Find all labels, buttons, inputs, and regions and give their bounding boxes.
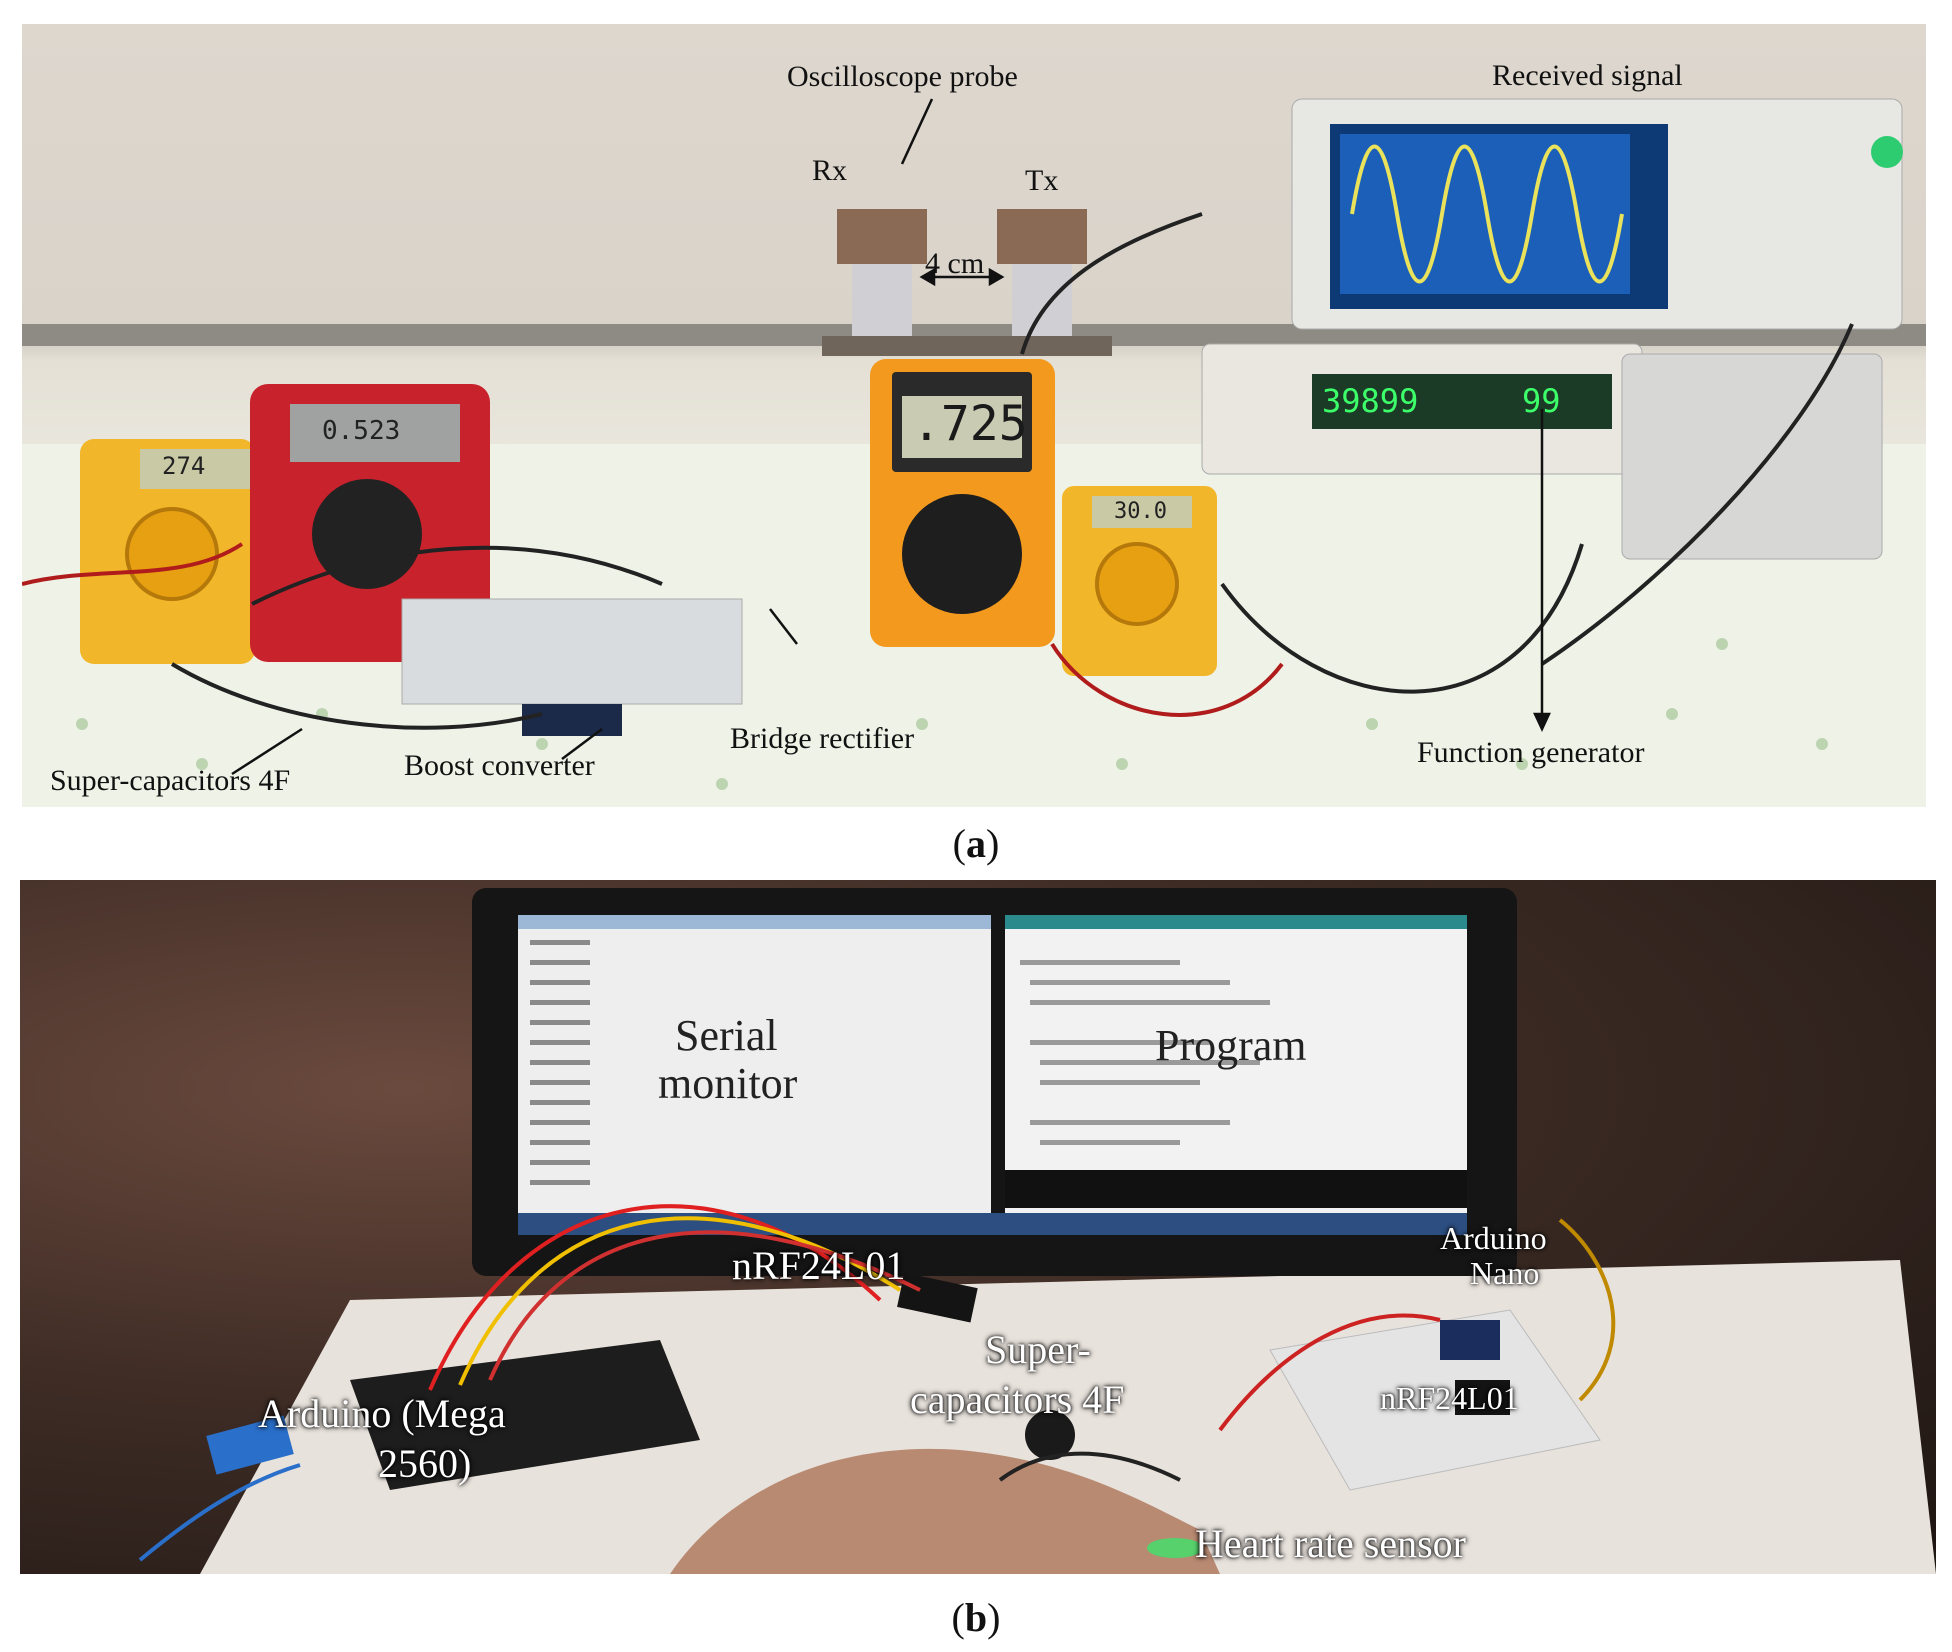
serial-output-lines [530, 940, 590, 1185]
function-generator [1201, 343, 1643, 475]
label-nrf24l01-left: nRF24L01 [732, 1243, 906, 1288]
coils [822, 209, 1112, 356]
hand [670, 1448, 1220, 1574]
nrf-module-right [1455, 1380, 1510, 1415]
label-arduino-mega-line1: Arduino (Mega [258, 1391, 506, 1436]
label-heart-rate-sensor: Heart rate sensor [1195, 1521, 1466, 1566]
caption-a-letter: a [966, 821, 986, 866]
breadboard-right [1269, 1309, 1601, 1491]
annotation-arrows [231, 98, 1551, 776]
super-capacitor [1025, 1410, 1075, 1460]
label-super-capacitors-line2: capacitors 4F [910, 1377, 1125, 1422]
label-arduino-nano-line2: Nano [1470, 1255, 1540, 1291]
label-super-capacitors: Super-capacitors 4F [50, 764, 291, 797]
laptop-monitor [472, 888, 1517, 1276]
multimeter-yellow-right [1062, 486, 1217, 676]
heart-rate-sensor-led [1147, 1538, 1203, 1558]
wires [22, 212, 1854, 730]
caption-a: (a) [916, 820, 1036, 867]
function-generator-amplitude: 99 [1522, 382, 1561, 420]
photo-panel-a: 274 0.523 .725 30.0 39899 99 Oscilloscop… [22, 24, 1926, 807]
meter-yellow-right-readout: 30.0 [1114, 499, 1167, 524]
lab-setup-illustration [22, 98, 1926, 807]
label-function-generator: Function generator [1417, 736, 1645, 769]
label-arduino-mega-line2: 2560) [378, 1441, 472, 1486]
oscilloscope [1291, 98, 1903, 330]
multimeter-yellow-left [80, 439, 255, 664]
breadboard [401, 598, 743, 705]
multimeter-orange [870, 359, 1055, 647]
label-serial-monitor-line1: Serial [675, 1011, 778, 1060]
label-received-signal: Received signal [1492, 59, 1683, 92]
label-distance: 4 cm [925, 247, 985, 280]
wireless-node-illustration [138, 888, 1936, 1574]
label-arduino-nano-line1: Arduino [1440, 1220, 1547, 1256]
meter-orange-readout: .725 [912, 396, 1028, 452]
label-program: Program [1155, 1021, 1307, 1070]
label-nrf24l01-right: nRF24L01 [1380, 1380, 1519, 1416]
arduino-nano-board [1440, 1320, 1500, 1360]
power-supply [1621, 353, 1883, 560]
label-bridge-rectifier: Bridge rectifier [730, 722, 915, 755]
function-generator-frequency: 39899 [1322, 382, 1419, 420]
caption-a-close: ) [986, 821, 1000, 866]
nrf-module-left [897, 1272, 978, 1323]
program-code-lines [1020, 960, 1270, 1145]
label-serial-monitor-line2: monitor [658, 1059, 798, 1108]
label-rx: Rx [812, 154, 848, 187]
caption-a-open: ( [952, 821, 966, 866]
meter-red-readout: 0.523 [322, 416, 401, 446]
label-oscilloscope-probe: Oscilloscope probe [787, 60, 1018, 93]
caption-b-close: ) [987, 1595, 1001, 1640]
label-boost-converter: Boost converter [404, 749, 595, 782]
boost-converter-module [522, 704, 622, 736]
caption-b-letter: b [964, 1595, 988, 1640]
table-pattern [76, 638, 1828, 790]
caption-b-open: ( [951, 1595, 965, 1640]
photo-panel-b: Serial monitor Program Arduino Nano nRF2… [20, 880, 1936, 1574]
jumper-wires [138, 1204, 1616, 1562]
label-super-capacitors-line1: Super- [985, 1327, 1091, 1372]
caption-b: (b) [916, 1594, 1036, 1641]
meter-yellow-left-readout: 274 [162, 452, 206, 480]
label-tx: Tx [1025, 164, 1059, 197]
multimeter-red [250, 384, 490, 662]
